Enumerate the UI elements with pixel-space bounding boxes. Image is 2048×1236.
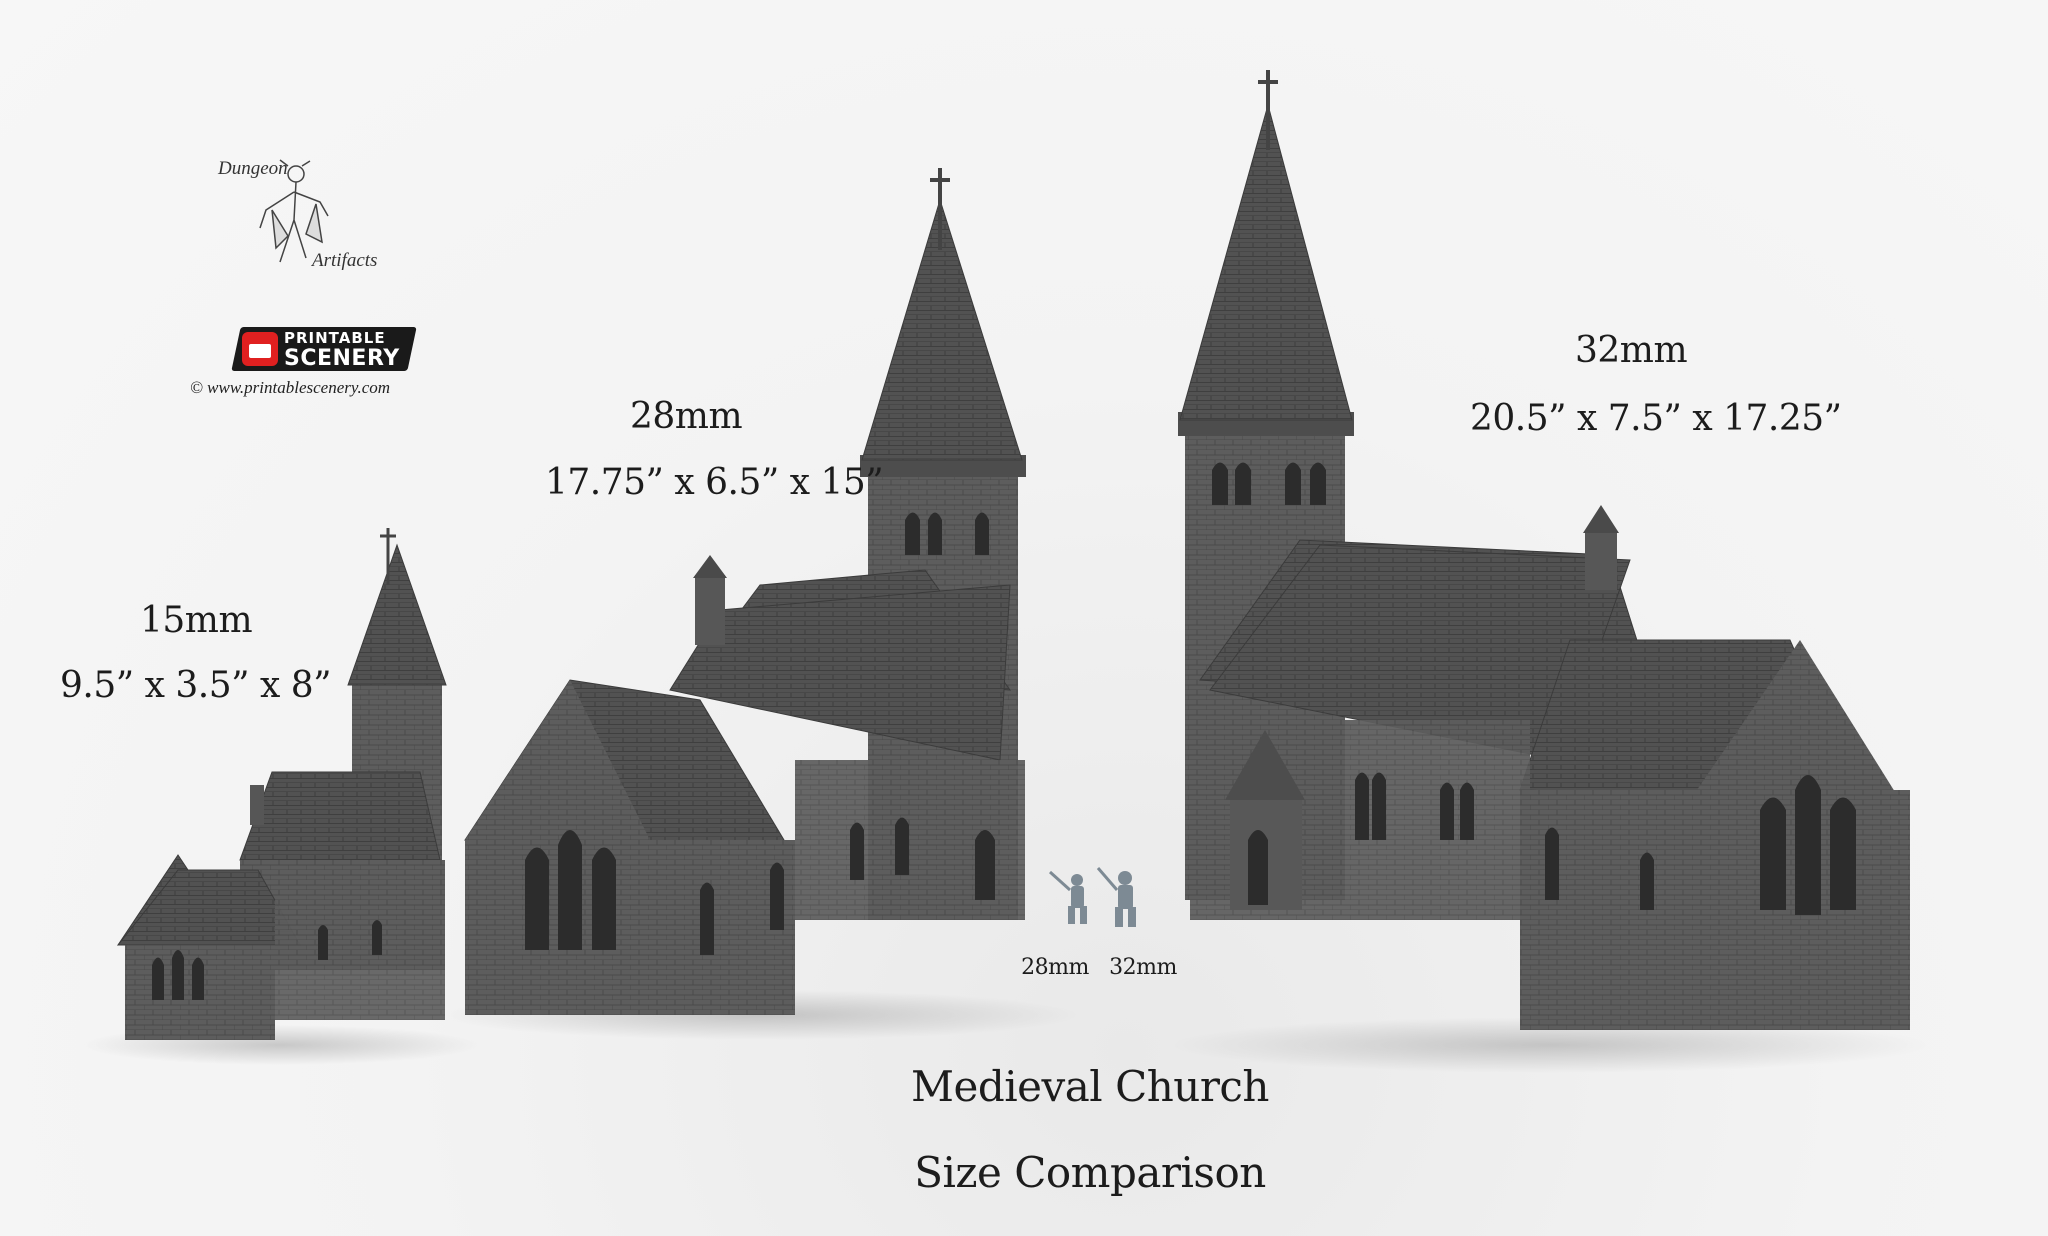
copyright-text: © www.printablescenery.com xyxy=(190,378,391,397)
miniature-label-28mm: 28mm xyxy=(1021,955,1089,980)
miniatures-figures xyxy=(1048,867,1136,927)
dimensions-label-28mm: 17.75” x 6.5” x 15” xyxy=(545,462,884,503)
scale-label-15mm: 15mm xyxy=(140,600,253,641)
miniature-label-32mm: 32mm xyxy=(1109,955,1177,980)
shadow-large xyxy=(1170,1017,1930,1073)
church-28mm xyxy=(464,168,1026,1015)
scale-label-32mm: 32mm xyxy=(1575,330,1688,371)
logo-line-artifacts: Artifacts xyxy=(312,250,378,271)
jester-figure-icon xyxy=(259,159,329,263)
church-15mm xyxy=(116,528,447,1040)
logo-line-dungeon: Dungeon xyxy=(218,158,288,179)
brick-icon xyxy=(242,332,278,366)
title-line-1: Medieval Church xyxy=(911,1062,1269,1111)
church-32mm xyxy=(1178,70,1910,1030)
dimensions-label-15mm: 9.5” x 3.5” x 8” xyxy=(60,665,332,706)
title-line-2: Size Comparison xyxy=(914,1148,1266,1197)
logo-line-scenery: SCENERY xyxy=(284,346,400,371)
scale-label-28mm: 28mm xyxy=(630,396,743,437)
logo-line-printable: PRINTABLE xyxy=(284,329,386,347)
dimensions-label-32mm: 20.5” x 7.5” x 17.25” xyxy=(1470,398,1842,439)
